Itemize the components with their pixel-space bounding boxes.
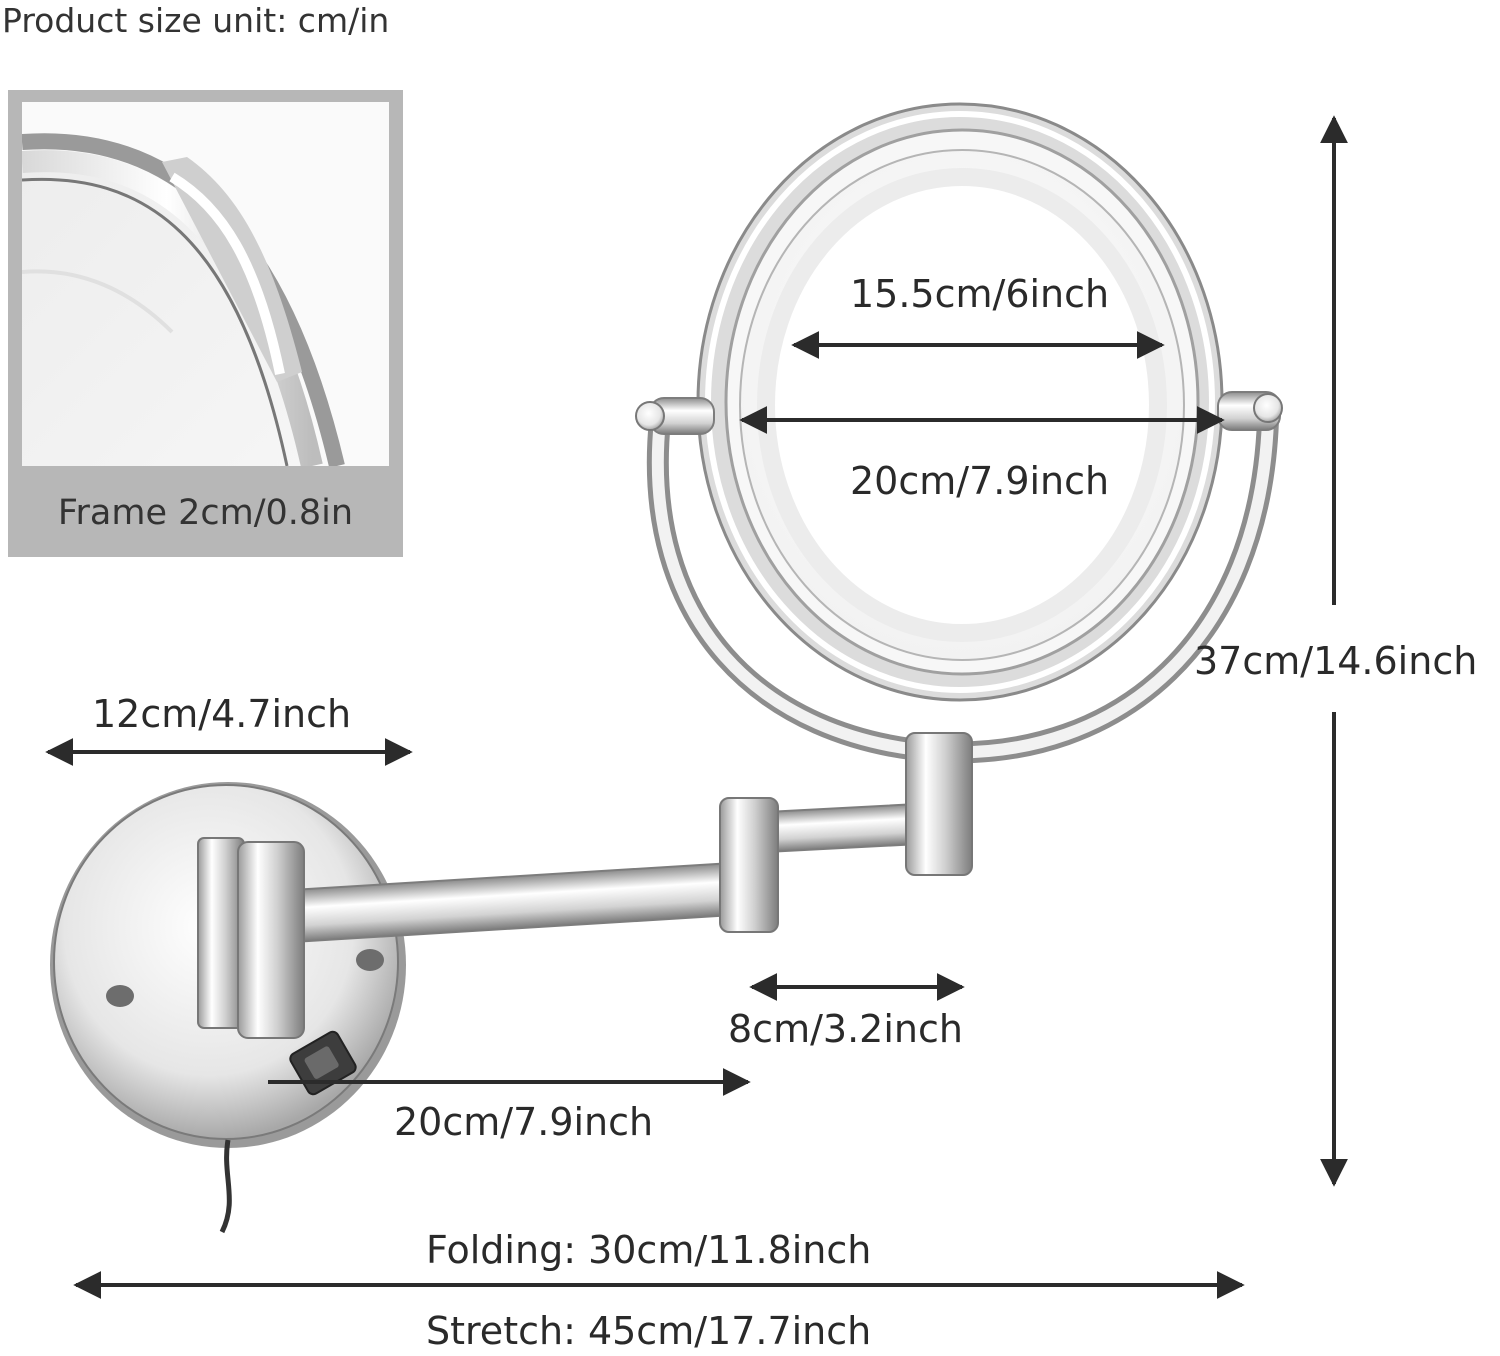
height-label: 37cm/14.6inch (1194, 639, 1478, 683)
plate-width-label: 12cm/4.7inch (92, 692, 352, 736)
screw-left (106, 985, 134, 1007)
mirror-joint (905, 732, 973, 876)
frame-closeup-drawing (22, 102, 389, 466)
joint-width-label: 8cm/3.2inch (728, 1007, 963, 1051)
unit-note: Product size unit: cm/in (2, 1, 390, 40)
frame-caption: Frame 2cm/0.8in (57, 493, 354, 533)
frame-closeup-image (22, 102, 389, 466)
outer-diameter-label: 20cm/7.9inch (850, 459, 1110, 503)
arm-length-label: 20cm/7.9inch (394, 1100, 654, 1144)
middle-joint (719, 797, 779, 933)
dimension-arrows (45, 115, 1348, 1299)
stretch-length-label: Stretch: 45cm/17.7inch (426, 1309, 872, 1353)
screw-right (356, 949, 384, 971)
mirror-head (696, 102, 1224, 702)
swing-arm (197, 732, 973, 1039)
wall-hinge-front (237, 841, 305, 1039)
power-cord (219, 1139, 232, 1234)
frame-detail-inset: Frame 2cm/0.8in (8, 90, 403, 557)
inner-diameter-label: 15.5cm/6inch (850, 272, 1110, 316)
folding-length-label: Folding: 30cm/11.8inch (426, 1228, 872, 1272)
